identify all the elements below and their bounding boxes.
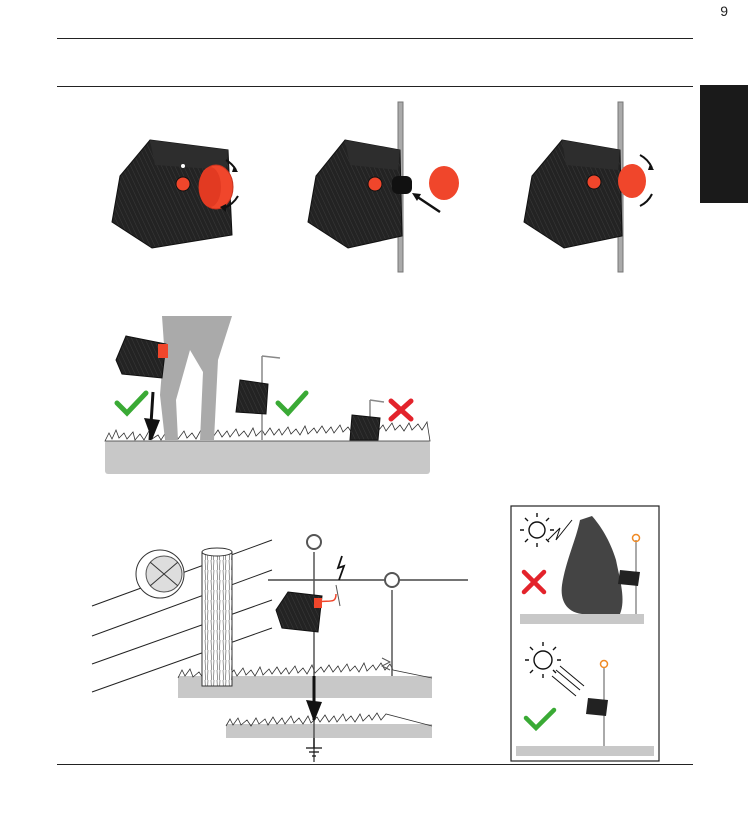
mounting-step-2 bbox=[308, 102, 459, 272]
mounting-step-3 bbox=[524, 102, 654, 272]
sun-exposure bbox=[511, 506, 659, 761]
placement-height bbox=[105, 316, 430, 474]
mounting-step-1 bbox=[112, 140, 238, 248]
fence-wiring bbox=[92, 535, 468, 762]
